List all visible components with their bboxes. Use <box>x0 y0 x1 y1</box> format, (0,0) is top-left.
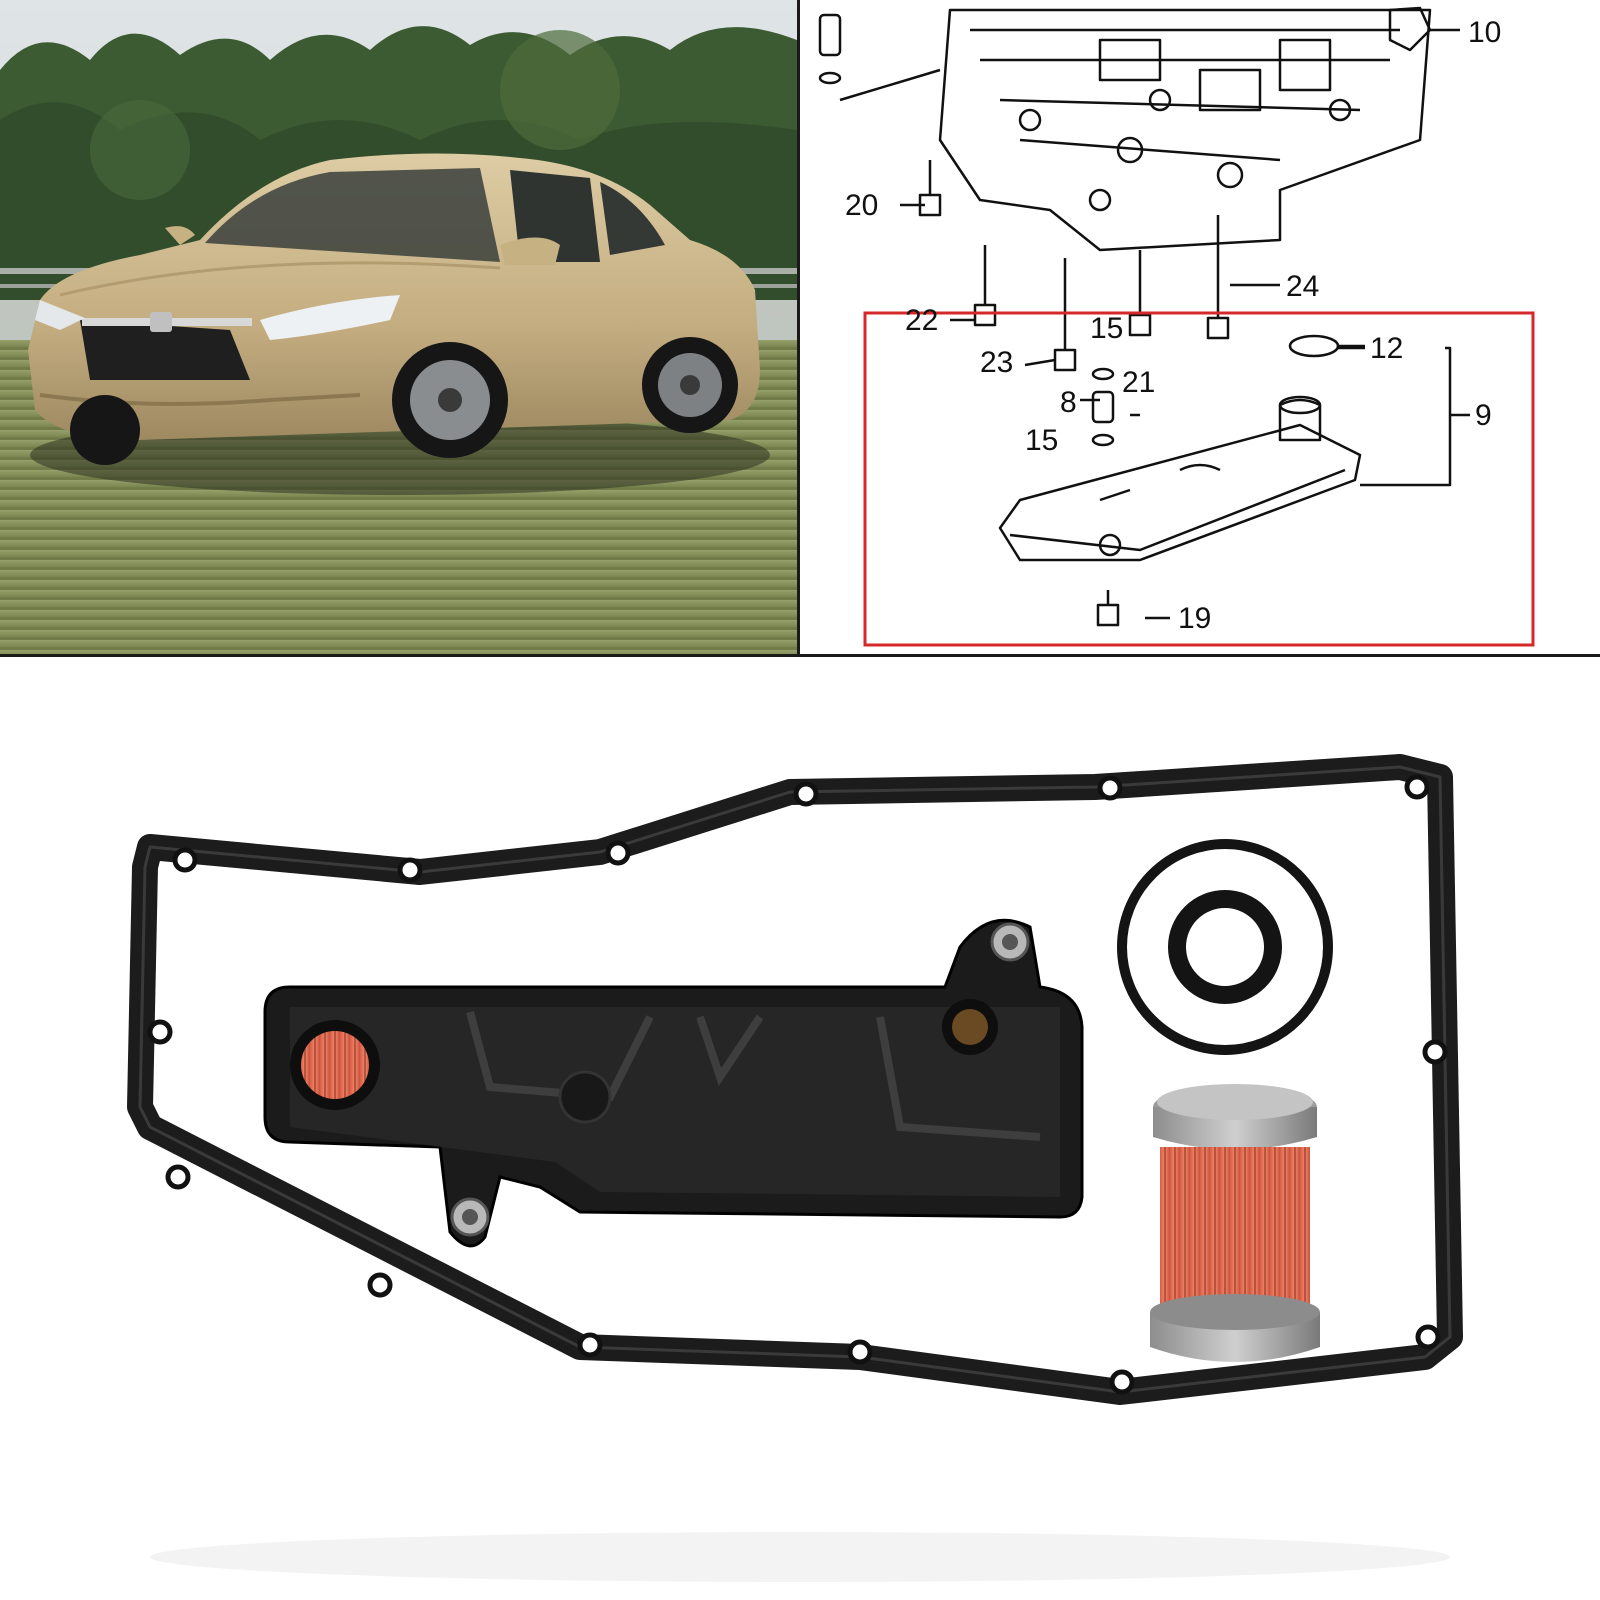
parts-diagram-drawing: 10 20 24 22 15 12 23 21 8 9 15 19 <box>818 6 1535 647</box>
vertical-divider <box>797 0 800 654</box>
o-ring-seals <box>1117 839 1333 1055</box>
callout-15-upper: 15 <box>1090 312 1123 345</box>
product-kit-illustration <box>127 754 1463 1582</box>
car-photo-illustration <box>0 0 797 654</box>
callout-22: 22 <box>905 304 938 337</box>
car-photo <box>0 0 797 654</box>
callout-24: 24 <box>1286 270 1319 303</box>
parts-diagram: 10 20 24 22 15 12 23 21 8 9 15 19 <box>800 0 1600 654</box>
callout-10: 10 <box>1468 16 1501 49</box>
callout-19: 19 <box>1178 602 1211 635</box>
sedan-car <box>28 153 760 465</box>
product-kit-photo <box>0 657 1600 1600</box>
callout-12: 12 <box>1370 332 1403 365</box>
pan-gasket <box>127 754 1463 1405</box>
callout-23: 23 <box>980 346 1013 379</box>
callout-9: 9 <box>1475 399 1492 432</box>
transmission-strainer <box>263 918 1084 1248</box>
callout-15-lower: 15 <box>1025 424 1058 457</box>
callout-20: 20 <box>845 189 878 222</box>
callout-21: 21 <box>1122 366 1155 399</box>
horizontal-divider <box>0 654 1600 657</box>
callout-8: 8 <box>1060 386 1077 419</box>
highlight-box <box>863 311 1535 647</box>
cartridge-filter <box>1150 1084 1320 1362</box>
